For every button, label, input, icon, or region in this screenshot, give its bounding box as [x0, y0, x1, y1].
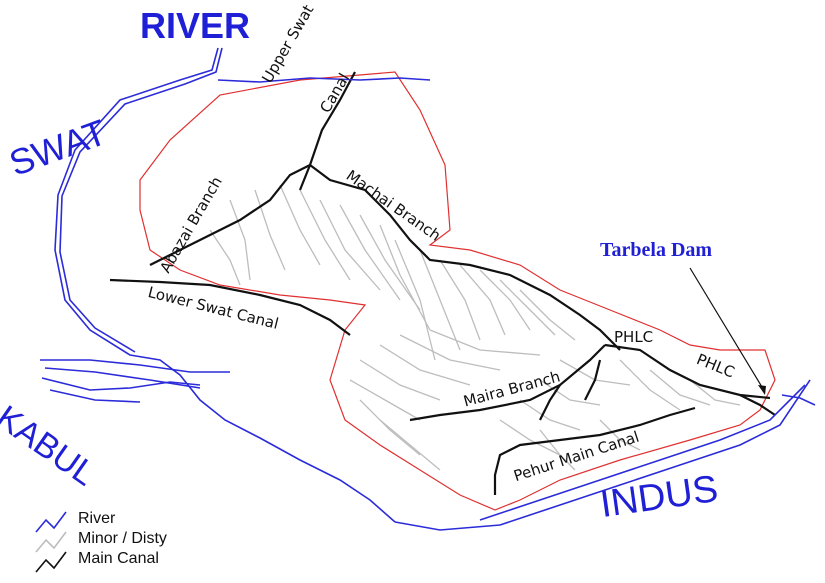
machai-branch — [309, 164, 621, 351]
tarbela-dam-label: Tarbela Dam — [600, 239, 713, 261]
minor-distributaries — [209, 184, 741, 471]
abazai-branch — [149, 164, 311, 266]
legend-label-river: River — [78, 510, 116, 527]
kabul-river — [40, 359, 230, 373]
main-canals — [109, 71, 776, 495]
legend-label-main-canal: Main Canal — [78, 550, 159, 567]
rivers — [40, 47, 816, 531]
legend-canal-symbol — [35, 551, 67, 573]
indus-river — [394, 379, 811, 531]
legend-minor-symbol — [35, 531, 67, 553]
lower-swat-canal — [109, 278, 351, 336]
maira-branch — [409, 344, 606, 422]
legend-label-minor: Minor / Disty — [78, 530, 167, 547]
upper-swat-canal — [298, 71, 356, 191]
legend-item-main-canal: Main Canal — [70, 549, 159, 569]
tarbela-dam-arrowhead — [758, 385, 766, 395]
legend-item-river: River — [70, 509, 115, 529]
tarbela-dam-pointer — [689, 267, 766, 393]
swat-river — [54, 47, 396, 523]
river-top-label: RIVER — [140, 5, 251, 46]
command-area-boundary — [139, 71, 776, 511]
phlc-canal — [604, 343, 771, 400]
pehur-main-canal — [493, 406, 696, 495]
phlc-label-1: PHLC — [614, 328, 654, 346]
legend-item-minor: Minor / Disty — [70, 529, 167, 549]
legend-river-symbol — [35, 511, 67, 533]
